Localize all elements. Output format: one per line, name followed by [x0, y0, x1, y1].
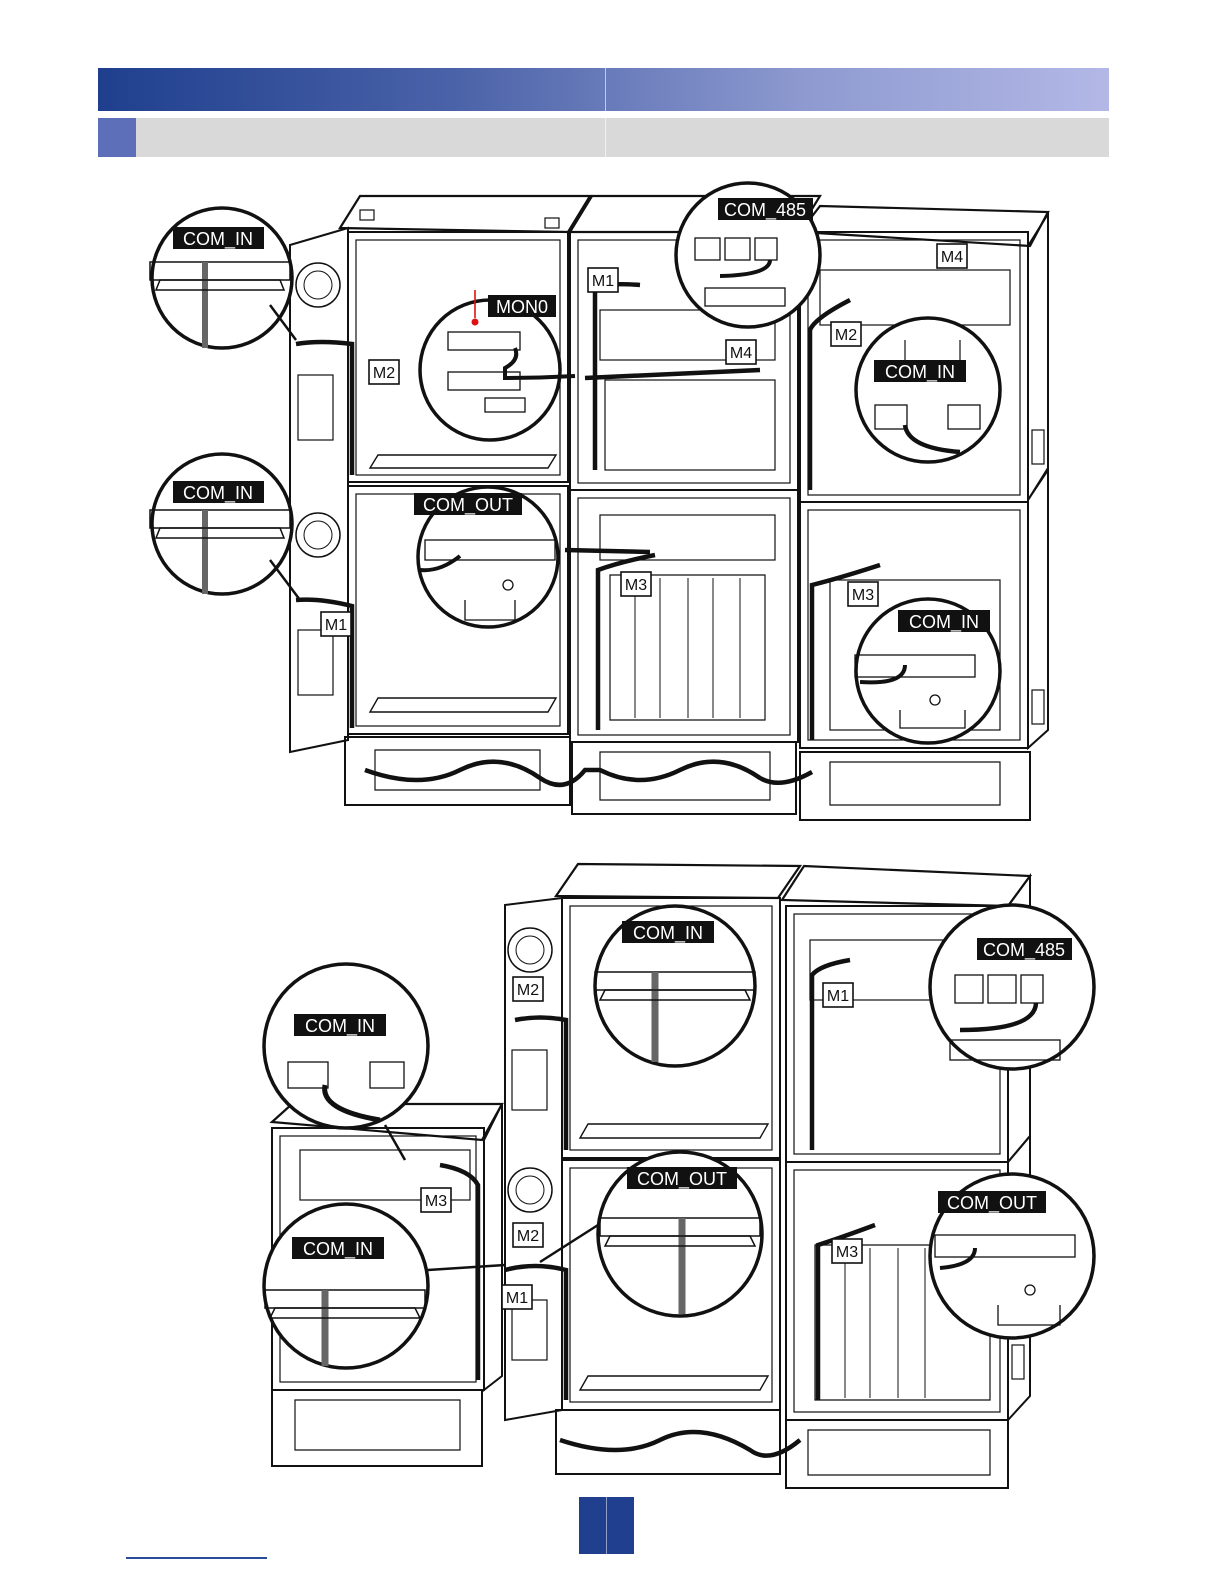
marker-m1-top-mid: M1 [588, 268, 618, 292]
marker-text: M4 [730, 345, 752, 362]
tag-text: COM_IN [183, 483, 253, 504]
tag-com-485-bottom: COM_485 [977, 938, 1072, 961]
marker-m3-bottom-right: M3 [832, 1239, 862, 1263]
marker-m3-top-right: M3 [848, 582, 878, 606]
tag-text: COM_IN [909, 612, 979, 633]
tag-com-in-bottom-mid: COM_IN [622, 921, 714, 944]
bottom-zoom-com-in-left-lower [264, 1204, 505, 1368]
marker-m2-top-left: M2 [369, 360, 399, 384]
tag-com-out-bottom-mid: COM_OUT [627, 1167, 737, 1190]
marker-m1-bottom-right: M1 [823, 983, 853, 1007]
tag-com-out-bottom-right: COM_OUT [938, 1191, 1046, 1214]
marker-m3-bottom-left: M3 [421, 1188, 451, 1212]
marker-m2-bottom-lower: M2 [513, 1223, 543, 1247]
footer-rule [126, 1557, 267, 1559]
marker-text: M4 [941, 249, 963, 266]
marker-text: M2 [517, 982, 539, 999]
marker-text: M1 [592, 273, 614, 290]
marker-text: M3 [852, 587, 874, 604]
marker-text: M3 [625, 577, 647, 594]
tag-com-in-top-right-upper: COM_IN [874, 360, 966, 383]
tag-text: COM_OUT [637, 1169, 727, 1190]
tag-text: COM_IN [305, 1016, 375, 1037]
tag-com-in-top-lower: COM_IN [173, 481, 264, 504]
marker-text: M3 [425, 1193, 447, 1210]
mon0-pointer-dot [472, 319, 479, 326]
marker-text: M2 [517, 1228, 539, 1245]
page-tab-divider [606, 1497, 607, 1554]
tag-text: COM_OUT [423, 495, 513, 516]
tag-mon0: MON0 [488, 295, 556, 317]
top-zoom-com-in-lower [150, 454, 300, 600]
tag-com-out-top: COM_OUT [414, 493, 522, 516]
tag-text: COM_IN [633, 923, 703, 944]
bottom-zoom-com-485 [930, 905, 1094, 1069]
marker-text: M1 [827, 988, 849, 1005]
marker-text: M1 [506, 1290, 528, 1307]
tag-text: COM_IN [885, 362, 955, 383]
tag-text: COM_IN [183, 229, 253, 250]
tag-com-in-top-upper: COM_IN [173, 227, 264, 250]
marker-text: M3 [836, 1244, 858, 1261]
tag-com-in-bottom-left-lower: COM_IN [292, 1237, 384, 1260]
marker-text: M1 [325, 617, 347, 634]
page-number-tab [579, 1497, 634, 1554]
tag-text: COM_485 [724, 200, 806, 221]
top-zoom-com-in-right-upper [856, 318, 1000, 462]
marker-m2-top-right: M2 [831, 322, 861, 346]
marker-m1-bottom-lower: M1 [502, 1285, 532, 1309]
tag-com-in-top-right-lower: COM_IN [898, 610, 990, 633]
tag-text: COM_OUT [947, 1193, 1037, 1214]
top-zoom-mon0 [420, 300, 575, 440]
marker-text: M2 [835, 327, 857, 344]
marker-m2-bottom-upper: M2 [513, 977, 543, 1001]
marker-m3-top-mid: M3 [621, 572, 651, 596]
marker-text: M2 [373, 365, 395, 382]
bottom-zoom-com-in-left-upper [264, 964, 428, 1160]
tag-text: MON0 [496, 297, 548, 317]
tag-com-485-top: COM_485 [718, 198, 813, 221]
tag-text: COM_IN [303, 1239, 373, 1260]
tag-text: COM_485 [983, 940, 1065, 961]
marker-m4-top-right: M4 [937, 244, 967, 268]
marker-m1-top-left: M1 [321, 612, 351, 636]
marker-m4-top-mid: M4 [726, 340, 756, 364]
tag-com-in-bottom-left-upper: COM_IN [294, 1014, 386, 1037]
